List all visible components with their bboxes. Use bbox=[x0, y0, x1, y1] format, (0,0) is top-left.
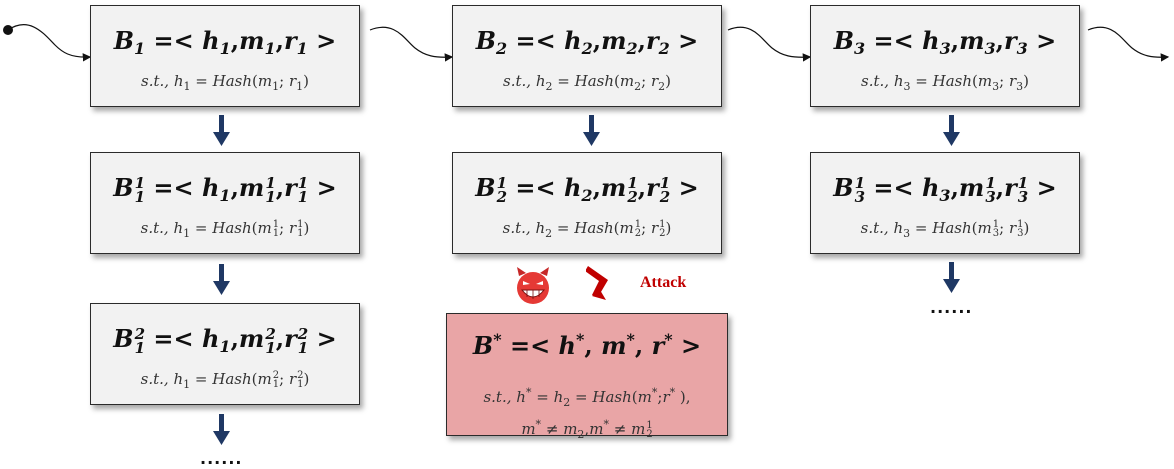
ellipsis-b3-column: ...... bbox=[930, 298, 973, 317]
chain-link-b1-to-b2 bbox=[369, 26, 454, 62]
block-b2: B2 =< h2,m2,r2 > s.t., h2 = Hash(m2; r2) bbox=[452, 5, 722, 107]
block-title: B3 =< h3,m3,r3 > bbox=[833, 26, 1057, 58]
block-b3: B3 =< h3,m3,r3 > s.t., h3 = Hash(m3; r3) bbox=[810, 5, 1080, 107]
block-b1: B1 =< h1,m1,r1 > s.t., h1 = Hash(m1; r1) bbox=[90, 5, 360, 107]
chain-start-dot bbox=[3, 25, 13, 35]
down-arrow-b1-2-onward bbox=[213, 414, 230, 445]
block-attack: B* =< h*, m*, r* > s.t., h* = h2 = Hash(… bbox=[446, 313, 728, 441]
down-arrow-b3-1-onward bbox=[943, 262, 960, 293]
block-title: B2 =< h2,m2,r2 > bbox=[475, 26, 699, 58]
attack-label: Attack bbox=[640, 274, 687, 291]
block-condition: s.t., h1 = Hash(m1; r1) bbox=[141, 72, 309, 93]
red-chevron-arrow-icon bbox=[586, 266, 608, 300]
chain-link-b2-to-b3 bbox=[727, 26, 812, 62]
down-arrow-b1-to-b1-1 bbox=[213, 115, 230, 146]
block-condition: s.t., h2 = Hash(m2; r2) bbox=[503, 72, 671, 93]
block-title: B1 =< h1,m1,r1 > bbox=[113, 26, 337, 58]
down-arrow-b1-1-to-b1-2 bbox=[213, 264, 230, 295]
attack-block-title: B* =< h*, m*, r* > bbox=[472, 330, 702, 360]
attack-condition-line-1: s.t., h* = h2 = Hash(m*;r* ), bbox=[483, 386, 691, 409]
down-arrow-b3-to-b3-1 bbox=[943, 115, 960, 146]
block-condition: s.t., h3 = Hash(m3; r3) bbox=[861, 72, 1029, 93]
down-arrow-b2-to-b2-1 bbox=[583, 115, 600, 146]
chain-link-b3-onward bbox=[1087, 26, 1170, 62]
attack-block-condition: s.t., h* = h2 = Hash(m*;r* ), m* ≠ m2,m*… bbox=[447, 382, 727, 446]
ellipsis-b1-column: ...... bbox=[200, 449, 243, 468]
chain-link-start-to-b1 bbox=[7, 24, 92, 62]
devil-face-icon bbox=[517, 267, 549, 304]
